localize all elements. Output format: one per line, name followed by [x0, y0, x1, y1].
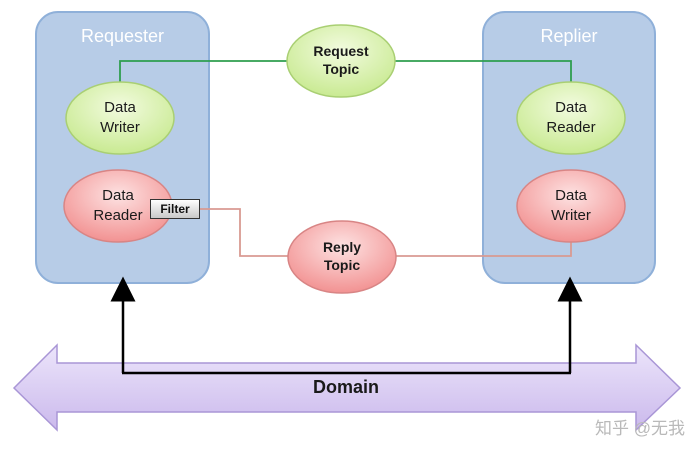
reply-connector	[200, 208, 572, 257]
domain-arrow	[12, 343, 682, 432]
replier-data-reader	[516, 81, 626, 155]
request-topic	[286, 24, 396, 98]
replier-data-writer	[516, 169, 626, 243]
reply-topic	[287, 220, 397, 294]
content-filter: Filter	[150, 199, 200, 219]
requester-data-writer	[65, 81, 175, 155]
